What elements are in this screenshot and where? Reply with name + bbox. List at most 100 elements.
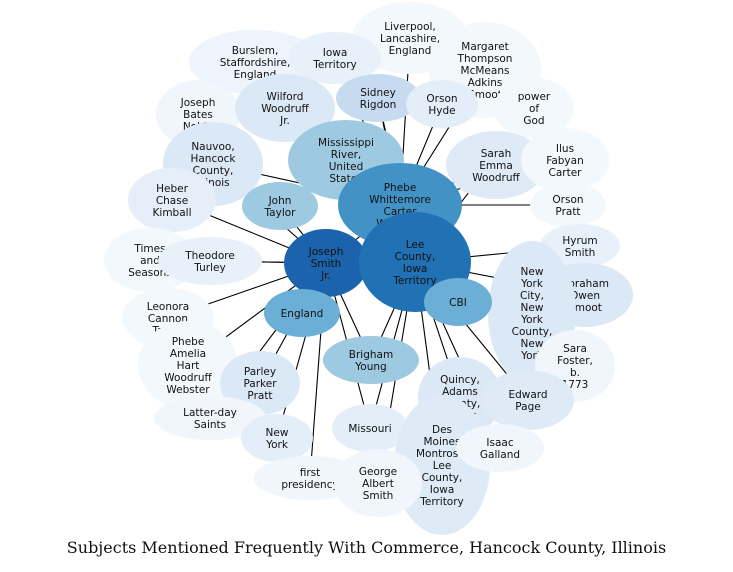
node-label-line: Brigham: [349, 349, 393, 361]
node-label-line: Isaac: [486, 437, 513, 449]
node-label-line: Amelia: [170, 348, 206, 360]
node-shape-orson-pratt: [530, 183, 606, 227]
node-label-line: Jr.: [320, 270, 331, 282]
node-shape-edward-page: [482, 370, 574, 430]
node-label-line: Turley: [193, 262, 225, 274]
node-label-line: Mississippi: [318, 137, 374, 149]
node-label-line: Lee: [406, 239, 425, 251]
node-shape-brigham-young: [323, 336, 419, 384]
node-label-line: Latter-day: [183, 407, 237, 419]
node-shape-theodore: [158, 237, 262, 285]
node-label-line: Galland: [480, 449, 520, 461]
node-label-line: River,: [331, 149, 362, 161]
node-shape-england: [264, 289, 340, 337]
node-label-line: God: [523, 115, 544, 127]
node-label-line: Page: [515, 401, 540, 413]
node-label-line: Emma: [479, 160, 513, 172]
node-label-line: Moines: [424, 436, 461, 448]
node-label-line: New: [521, 302, 544, 314]
node-label-line: Heber: [156, 183, 188, 195]
nodes-layer: Liverpool,Lancashire,EnglandBurslem,Staf…: [104, 2, 633, 535]
node-label-line: Smith: [311, 258, 342, 270]
node-shape-george-albert-smith: [334, 449, 422, 517]
node-label-line: Hyrum: [562, 235, 597, 247]
node-label-line: York: [265, 439, 289, 451]
node-label-line: Iowa: [323, 47, 348, 59]
node-label-line: Smith: [363, 490, 394, 502]
node-label-line: Kimball: [153, 207, 192, 219]
node-label-line: Chase: [156, 195, 188, 207]
node-label-line: Orson: [426, 93, 457, 105]
node-label-line: Burslem,: [232, 45, 279, 57]
node-england: England: [264, 289, 340, 337]
node-label-line: Joseph: [180, 97, 216, 109]
node-label-line: Young: [354, 361, 386, 373]
node-label-line: power: [518, 91, 551, 103]
node-label-line: County,: [512, 326, 553, 338]
node-label-line: Woodruff: [472, 172, 520, 184]
node-label-line: Territory: [392, 275, 437, 287]
node-label-line: England: [389, 45, 432, 57]
node-shape-latter-day-saints: [154, 396, 266, 440]
node-label-line: Quincy,: [440, 374, 480, 386]
node-label-line: United: [329, 161, 364, 173]
node-label-line: Montrose,: [416, 448, 468, 460]
node-label-line: York: [520, 314, 544, 326]
node-missouri: Missouri: [332, 404, 408, 452]
node-label-line: Staffordshire,: [220, 57, 291, 69]
node-shape-parley: [220, 351, 300, 415]
node-label-line: of: [529, 103, 539, 115]
node-shape-sidney-rigdon: [336, 74, 420, 122]
node-shape-orson-hyde: [406, 80, 478, 128]
node-label-line: Iowa: [430, 484, 455, 496]
node-shape-hyrum: [540, 224, 620, 268]
node-label-line: Jr.: [279, 115, 290, 127]
diagram-title: Subjects Mentioned Frequently With Comme…: [66, 538, 667, 557]
node-label-line: Iowa: [403, 263, 428, 275]
node-shape-ilus: [521, 128, 609, 192]
node-shape-joseph-smith-jr: [284, 229, 368, 297]
node-shape-iowa-territory: [289, 32, 381, 84]
node-label-line: CBI: [449, 297, 467, 309]
node-label-line: New: [521, 338, 544, 350]
node-shape-sarah-emma: [446, 131, 546, 199]
node-label-line: Bates: [183, 109, 213, 121]
node-label-line: Lee: [433, 460, 452, 472]
node-label-line: England: [281, 308, 324, 320]
node-label-line: Adams: [442, 386, 478, 398]
node-shape-power-of-god: [494, 78, 574, 138]
node-shape-new-york: [241, 414, 313, 462]
node-label-line: Times: [133, 243, 165, 255]
node-label-line: Phebe: [384, 182, 417, 194]
node-label-england: England: [281, 308, 324, 320]
node-label-line: Territory: [312, 59, 357, 71]
node-label-line: Seasons: [128, 267, 172, 279]
node-label-line: County,: [395, 251, 436, 263]
